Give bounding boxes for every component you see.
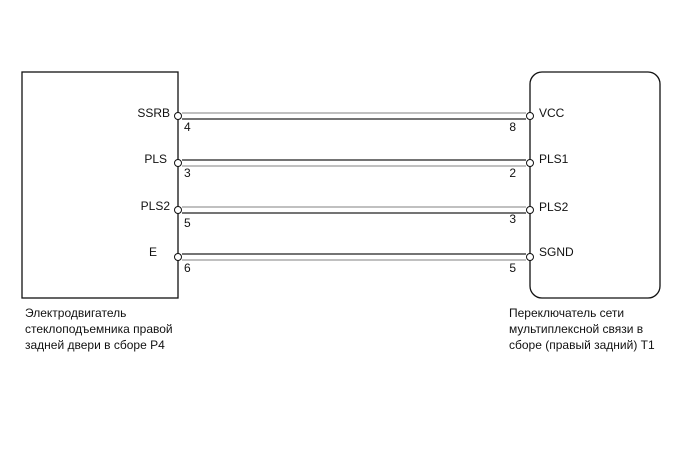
- caption-line: Переключатель сети: [509, 306, 624, 320]
- right-signal-label: PLS1: [539, 152, 569, 166]
- right-component-caption: Переключатель сети мультиплексной связи …: [509, 306, 655, 352]
- left-signal-label: E: [149, 245, 157, 259]
- right-component-box: [529, 71, 661, 299]
- right-pin-number: 5: [509, 261, 516, 275]
- right-terminal: [526, 253, 534, 261]
- left-component-caption: Электродвигатель стеклоподъемника правой…: [25, 306, 173, 352]
- right-signal-label: PLS2: [539, 200, 569, 214]
- left-signal-label: PLS: [144, 152, 167, 166]
- left-pin-number: 5: [184, 216, 191, 230]
- right-pin-number: 8: [509, 120, 516, 134]
- left-terminal: [174, 253, 182, 261]
- left-pin-number: 4: [184, 120, 191, 134]
- left-terminal: [174, 112, 182, 120]
- left-component-box: [21, 71, 179, 299]
- right-terminal: [526, 112, 534, 120]
- right-signal-label: VCC: [539, 106, 565, 120]
- left-pin-number: 6: [184, 261, 191, 275]
- right-pin-number: 3: [509, 212, 516, 226]
- caption-line: стеклоподъемника правой: [25, 322, 173, 336]
- caption-line: мультиплексной связи в: [509, 322, 643, 336]
- right-signal-label: SGND: [539, 245, 574, 259]
- left-signal-label: PLS2: [141, 199, 171, 213]
- left-terminal: [174, 159, 182, 167]
- caption-line: сборе (правый задний) T1: [509, 338, 655, 352]
- left-signal-label: SSRB: [137, 106, 170, 120]
- left-pin-number: 3: [184, 166, 191, 180]
- wire-ssrb-vcc: [174, 112, 534, 120]
- right-terminal: [526, 206, 534, 214]
- wire-pls2-pls2: [174, 206, 534, 214]
- right-pin-number: 2: [509, 166, 516, 180]
- caption-line: задней двери в сборе P4: [25, 338, 165, 352]
- right-terminal: [526, 159, 534, 167]
- wire-e-sgnd: [174, 253, 534, 261]
- caption-line: Электродвигатель: [25, 306, 126, 320]
- wire-pls-pls1: [174, 159, 534, 167]
- left-terminal: [174, 206, 182, 214]
